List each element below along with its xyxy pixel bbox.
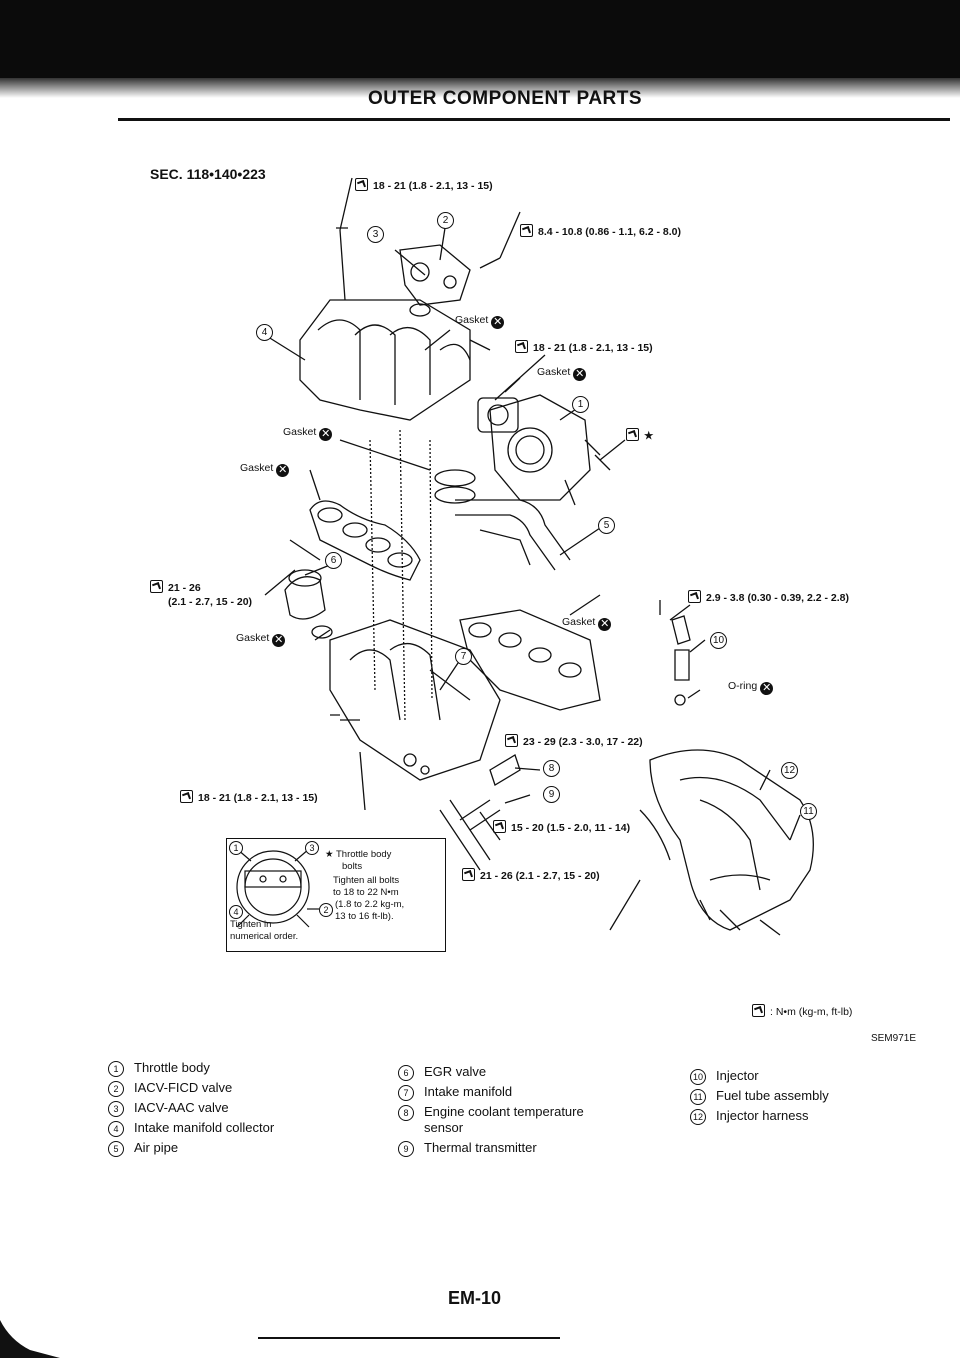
scan-top-border	[0, 0, 960, 78]
tightening-order-inset: 1 3 4 2 ★ Throttle body bolts Tighten al…	[226, 838, 446, 952]
torque-wrench-icon	[626, 428, 639, 441]
inset-line-6: 13 to 16 ft-lb).	[335, 911, 394, 922]
torque-spec-5: 21 - 26	[150, 580, 201, 594]
torque-spec-7: 23 - 29 (2.3 - 3.0, 17 - 22)	[505, 734, 643, 748]
intake-collector-shape	[299, 299, 471, 421]
part-marker-9: 9	[543, 786, 560, 803]
torque-wrench-icon	[752, 1004, 765, 1017]
inset-line-5: (1.8 to 2.2 kg-m,	[335, 899, 405, 910]
inset-marker-3: 3	[305, 841, 319, 855]
part-marker-7: 7	[455, 648, 472, 665]
part-marker-6: 6	[325, 552, 342, 569]
torque-spec-4: ★	[626, 428, 653, 442]
replace-part-icon: ✕	[272, 634, 286, 647]
part-marker-12: 12	[781, 762, 798, 779]
part-marker-2: 2	[437, 212, 454, 229]
inset-line-4: to 18 to 22 N•m	[333, 887, 399, 898]
manifold-gasket-shape	[309, 500, 421, 581]
part-marker-1: 1	[572, 396, 589, 413]
part-marker-5: 5	[598, 517, 615, 534]
torque-spec-8: 18 - 21 (1.8 - 2.1, 13 - 15)	[180, 790, 318, 804]
inset-line-7: Tighten in	[230, 919, 272, 930]
intake-manifold-shape	[329, 619, 501, 781]
torque-spec-2: 8.4 - 10.8 (0.86 - 1.1, 6.2 - 8.0)	[520, 224, 681, 238]
torque-wrench-icon	[493, 820, 506, 833]
page-title: OUTER COMPONENT PARTS	[368, 88, 643, 109]
part-marker-10: 10	[710, 632, 727, 649]
torque-wrench-icon	[688, 590, 701, 603]
footer-rule	[258, 1337, 560, 1339]
gasket-label: Gasket✕	[236, 632, 286, 647]
throttle-body-shape	[489, 394, 591, 501]
inset-line-1: ★ Throttle body	[325, 849, 392, 860]
inset-line-2: bolts	[342, 861, 363, 872]
fuel-tube-assembly-shape	[649, 749, 814, 931]
gasket-label: Gasket✕	[455, 314, 505, 329]
scan-corner-mark	[0, 1320, 60, 1358]
units-key: : N•m (kg-m, ft-lb)	[752, 1004, 852, 1018]
replace-part-icon: ✕	[491, 316, 505, 329]
gasket-label: Gasket✕	[240, 462, 290, 477]
inset-marker-2: 2	[319, 903, 333, 917]
gasket-label: Gasket✕	[562, 616, 612, 631]
torque-spec-3: 18 - 21 (1.8 - 2.1, 13 - 15)	[515, 340, 653, 354]
part-marker-11: 11	[800, 803, 817, 820]
legend-item-continued: sensor	[424, 1120, 464, 1135]
replace-part-icon: ✕	[760, 682, 774, 695]
inset-line-3: Tighten all bolts	[333, 875, 400, 886]
torque-spec-1: 18 - 21 (1.8 - 2.1, 13 - 15)	[355, 178, 493, 192]
torque-spec-6: 2.9 - 3.8 (0.30 - 0.39, 2.2 - 2.8)	[688, 590, 849, 604]
replace-part-icon: ✕	[276, 464, 290, 477]
torque-wrench-icon	[505, 734, 518, 747]
egr-valve-shape	[284, 576, 326, 620]
part-marker-4: 4	[256, 324, 273, 341]
torque-wrench-icon	[462, 868, 475, 881]
replace-part-icon: ✕	[598, 618, 612, 631]
air-pipe-shape	[455, 499, 571, 571]
injector-shape	[671, 615, 691, 681]
torque-spec-10: 21 - 26 (2.1 - 2.7, 15 - 20)	[462, 868, 600, 882]
torque-spec-5b: (2.1 - 2.7, 15 - 20)	[168, 596, 253, 608]
oring-label: O-ring✕	[728, 680, 774, 695]
scan-top-fade	[0, 78, 960, 98]
part-marker-8: 8	[543, 760, 560, 777]
gasket-label: Gasket✕	[283, 426, 333, 441]
inset-marker-1: 1	[229, 841, 243, 855]
part-marker-3: 3	[367, 226, 384, 243]
figure-reference: SEM971E	[870, 1033, 916, 1044]
torque-spec-9: 15 - 20 (1.5 - 2.0, 11 - 14)	[493, 820, 630, 834]
torque-wrench-icon	[515, 340, 528, 353]
torque-wrench-icon	[150, 580, 163, 593]
throttle-bolt-order-sketch	[236, 848, 319, 928]
replace-part-icon: ✕	[319, 428, 333, 441]
torque-wrench-icon	[355, 178, 368, 191]
replace-part-icon: ✕	[573, 368, 587, 381]
gasket-label: Gasket✕	[537, 366, 587, 381]
inset-line-8: numerical order.	[230, 931, 299, 942]
inset-marker-4: 4	[229, 905, 243, 919]
title-rule	[118, 118, 950, 121]
torque-wrench-icon	[180, 790, 193, 803]
section-code: SEC. 118•140•223	[150, 166, 266, 182]
torque-wrench-icon	[520, 224, 533, 237]
iacv-shape	[399, 244, 471, 306]
page-number: EM-10	[448, 1288, 502, 1308]
